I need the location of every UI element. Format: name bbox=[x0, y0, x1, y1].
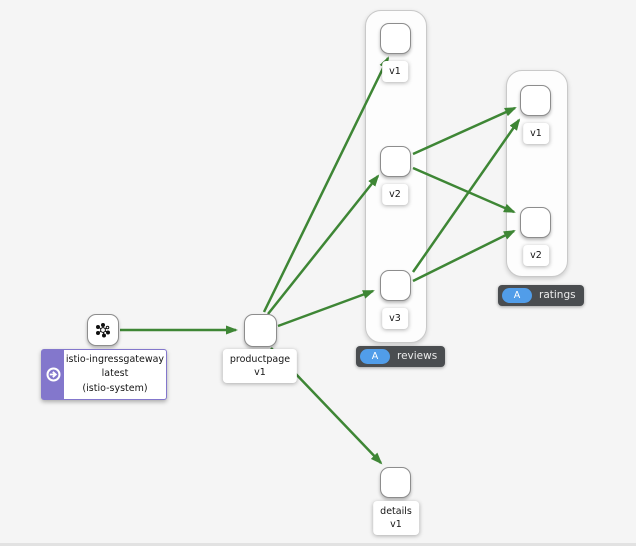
node-label-productpage[interactable]: productpage v1 bbox=[222, 349, 298, 383]
details-version: v1 bbox=[390, 519, 402, 530]
edge-productpage-to-reviews-v1[interactable] bbox=[262, 56, 390, 313]
group-badge-ratings-label: ratings bbox=[539, 289, 576, 301]
node-reviews-v1[interactable] bbox=[380, 23, 411, 54]
gateway-version: latest bbox=[101, 368, 129, 380]
group-badge-reviews-label: reviews bbox=[397, 350, 438, 362]
app-badge-icon: A bbox=[360, 349, 390, 364]
gateway-band bbox=[42, 350, 64, 399]
node-details-v1[interactable] bbox=[380, 467, 411, 498]
gateway-arrow-icon bbox=[46, 367, 60, 382]
gateway-label-text: istio-ingressgateway latest (istio-syste… bbox=[64, 350, 166, 399]
edge-reviews-v2-to-ratings-v2[interactable] bbox=[412, 166, 516, 214]
edge-reviews-v3-to-ratings-v1[interactable] bbox=[411, 118, 521, 273]
node-productpage-v1[interactable] bbox=[244, 314, 277, 347]
node-ratings-v2[interactable] bbox=[520, 207, 551, 238]
node-label-ratings-v1[interactable]: v1 bbox=[523, 123, 549, 144]
node-label-ratings-v2[interactable]: v2 bbox=[523, 245, 549, 266]
gateway-namespace: (istio-system) bbox=[82, 382, 148, 394]
node-label-istio-ingressgateway[interactable]: istio-ingressgateway latest (istio-syste… bbox=[41, 349, 167, 400]
node-reviews-v2[interactable] bbox=[380, 146, 411, 177]
node-label-details[interactable]: details v1 bbox=[373, 501, 419, 535]
node-label-reviews-v2[interactable]: v2 bbox=[382, 184, 408, 205]
mesh-icon bbox=[96, 323, 110, 338]
node-reviews-v3[interactable] bbox=[380, 270, 411, 301]
edge-reviews-v3-to-ratings-v2[interactable] bbox=[412, 229, 516, 283]
canvas-bottom-edge bbox=[0, 543, 636, 546]
group-badge-ratings[interactable]: A ratings bbox=[498, 285, 584, 306]
node-label-reviews-v3[interactable]: v3 bbox=[382, 308, 408, 329]
node-istio-ingressgateway[interactable] bbox=[87, 314, 119, 346]
node-ratings-v1[interactable] bbox=[520, 85, 551, 116]
edge-productpage-to-reviews-v2[interactable] bbox=[267, 174, 380, 315]
details-name: details bbox=[380, 506, 412, 517]
gateway-name: istio-ingressgateway bbox=[65, 353, 165, 365]
edge-productpage-to-reviews-v3[interactable] bbox=[277, 289, 375, 328]
group-badge-reviews[interactable]: A reviews bbox=[356, 346, 446, 367]
node-label-reviews-v1[interactable]: v1 bbox=[382, 61, 408, 82]
app-badge-icon: A bbox=[502, 288, 532, 303]
productpage-name: productpage bbox=[229, 354, 291, 365]
productpage-version: v1 bbox=[254, 367, 266, 378]
edge-reviews-v2-to-ratings-v1[interactable] bbox=[412, 106, 517, 156]
